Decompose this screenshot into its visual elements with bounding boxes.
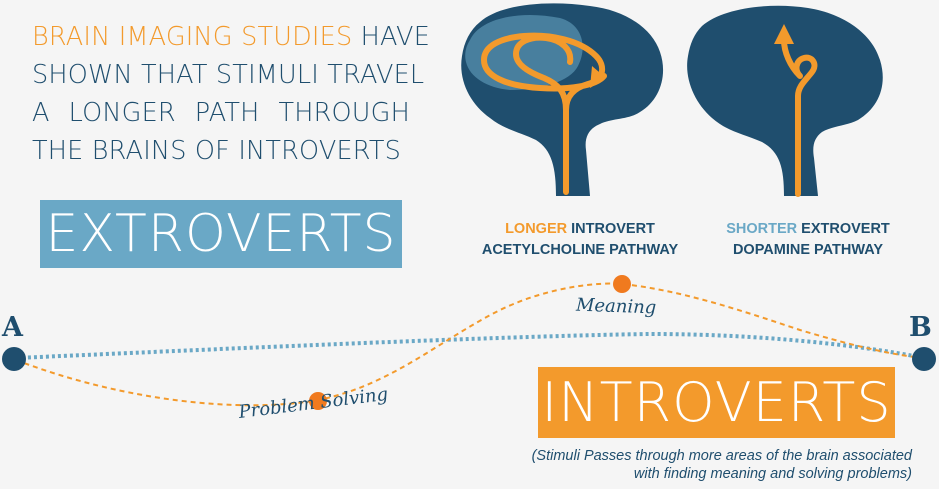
problem-solving-waypoint — [309, 392, 327, 410]
headline-line-1-rest: have — [360, 22, 431, 52]
point-b-label: B — [909, 312, 932, 343]
introvert-pathway-caption: LONGER INTROVERT ACETYLCHOLINE PATHWAY — [470, 219, 690, 261]
introverts-note: (Stimuli Passes through more areas of th… — [472, 447, 912, 483]
introverts-banner: INTROVERTS — [538, 367, 895, 438]
headline-line-2: shown that stimuli travel — [32, 60, 425, 90]
headline-highlight: Brain Imaging Studies — [32, 22, 353, 52]
extroverts-banner: EXTROVERTS — [40, 200, 402, 268]
headline-line-3: a longer path through — [32, 98, 410, 128]
extrovert-pathway-caption: SHORTER EXTROVERT DOPAMINE PATHWAY — [708, 219, 908, 261]
meaning-waypoint — [613, 275, 631, 293]
introvert-pathway-highlight: LONGER — [505, 221, 568, 237]
extrovert-pathway-highlight: SHORTER — [726, 221, 798, 237]
introvert-path — [15, 282, 925, 407]
extrovert-brain-icon — [687, 5, 883, 197]
extrovert-path — [15, 331, 925, 360]
introvert-pathway-line2: ACETYLCHOLINE PATHWAY — [481, 242, 679, 258]
extrovert-pathway-line1: EXTROVERT — [801, 221, 890, 237]
headline-line-4: the brains of introverts — [32, 136, 402, 166]
introvert-brain-icon — [461, 3, 664, 196]
point-a-label: A — [2, 312, 23, 343]
introvert-pathway-line1: INTROVERT — [571, 221, 655, 237]
introverts-note-line2: with finding meaning and solving problem… — [633, 466, 912, 482]
headline: Brain Imaging Studies have shown that st… — [32, 18, 430, 170]
meaning-label: Meaning — [575, 294, 657, 319]
point-a-marker — [2, 347, 26, 371]
extrovert-pathway-line2: DOPAMINE PATHWAY — [732, 242, 884, 258]
introverts-note-line1: (Stimuli Passes through more areas of th… — [531, 448, 912, 464]
point-b-marker — [912, 347, 936, 371]
headline-line-1: Brain Imaging Studies have — [32, 18, 430, 56]
